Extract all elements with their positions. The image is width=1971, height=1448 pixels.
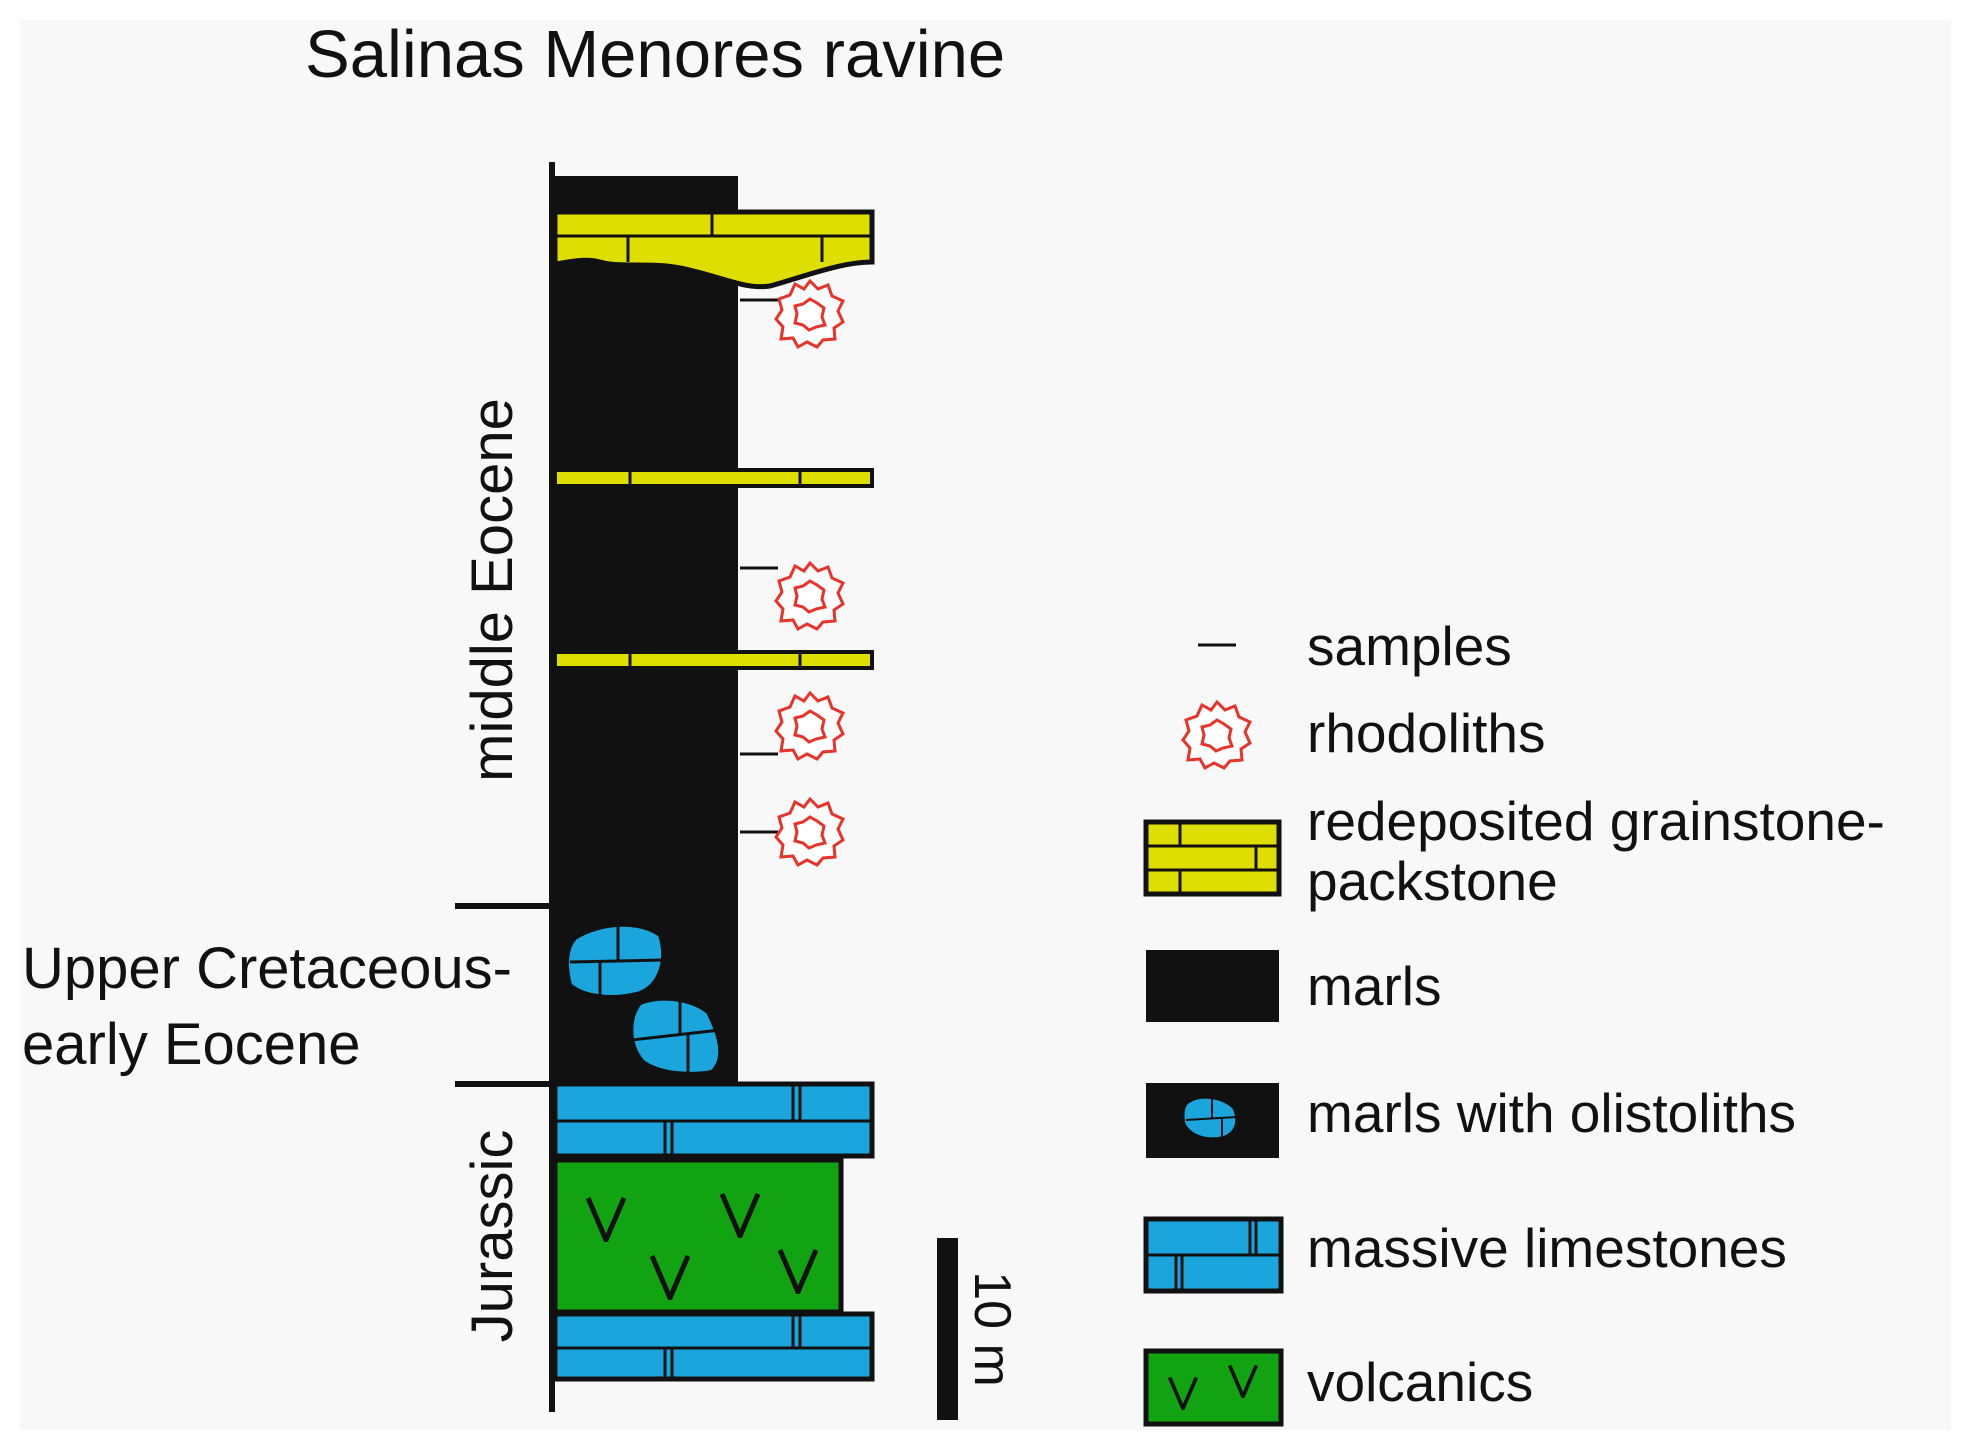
stratigraphic-column: [455, 162, 875, 1412]
legend: samples rhodoliths redeposited grainston…: [1143, 615, 1885, 1427]
figure-panel: [20, 20, 1951, 1430]
legend-rhodoliths-label: rhodoliths: [1307, 702, 1545, 764]
legend-marls-olistoliths-label: marls with olistoliths: [1307, 1082, 1796, 1144]
age-label-jurassic: Jurassic: [460, 1130, 525, 1343]
limestone-bed-lower: [552, 1311, 875, 1382]
legend-volcanics-swatch: [1143, 1348, 1284, 1427]
legend-marls-swatch: [1146, 950, 1279, 1022]
volcanics-bed: [552, 1157, 844, 1315]
legend-grainstone-swatch: [1143, 819, 1282, 897]
legend-samples-label: samples: [1307, 615, 1512, 677]
legend-marls-olistoliths-swatch: [1146, 1083, 1279, 1158]
legend-marls-label: marls: [1307, 955, 1441, 1017]
age-label-early-eocene: early Eocene: [22, 1012, 361, 1077]
scale-bar-label: 10 m: [963, 1271, 1021, 1387]
grainstone-bed-middle: [553, 468, 874, 488]
age-label-middle-eocene: middle Eocene: [460, 398, 525, 782]
legend-volcanics-label: volcanics: [1307, 1351, 1533, 1413]
limestone-bed-upper: [552, 1081, 875, 1159]
grainstone-bed-lower: [553, 650, 874, 670]
grainstone-bed-top: [552, 209, 875, 290]
legend-grainstone-label-line2: packstone: [1307, 850, 1558, 912]
scale-bar: 10 m: [937, 1238, 1021, 1420]
legend-limestones-label: massive limestones: [1307, 1217, 1787, 1279]
legend-limestone-swatch: [1143, 1216, 1284, 1294]
age-label-upper-cretaceous: Upper Cretaceous-: [22, 936, 512, 1001]
figure-title: Salinas Menores ravine: [305, 17, 1005, 92]
legend-grainstone-label-line1: redeposited grainstone-: [1307, 790, 1885, 852]
olistolith-upper: [565, 922, 666, 999]
scale-bar-line: [937, 1238, 958, 1420]
olistolith-lower: [629, 996, 723, 1076]
